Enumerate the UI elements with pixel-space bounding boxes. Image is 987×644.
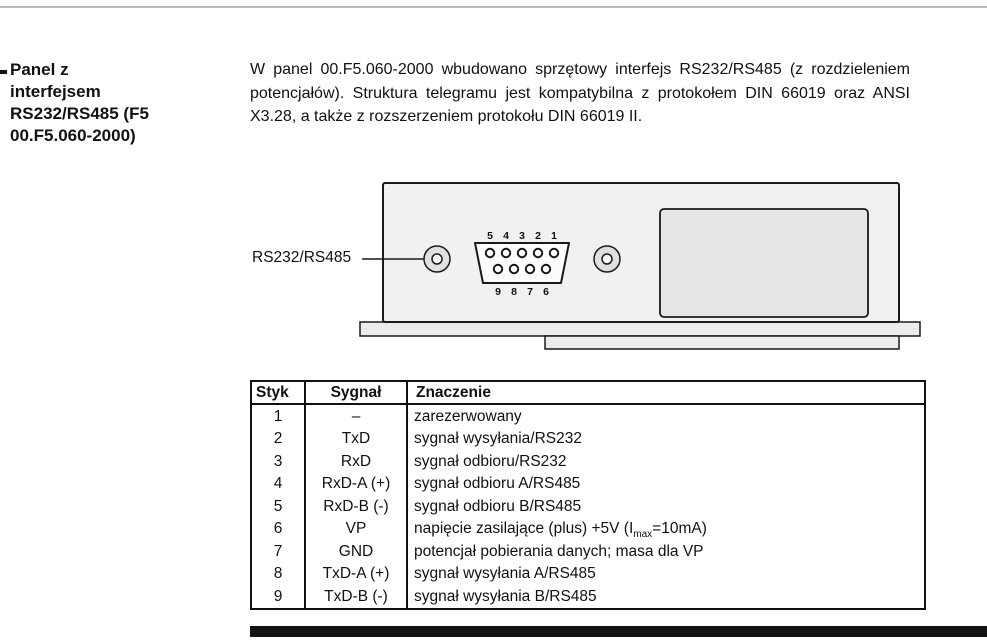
table-row: 4 RxD-A (+)sygnał odbioru A/RS485 xyxy=(251,472,925,495)
mounting-flange-lower xyxy=(544,335,900,350)
pin-hole xyxy=(540,263,552,275)
cell-styk: 6 xyxy=(273,520,283,538)
cell-znaczenie: sygnał wysyłania B/RS485 xyxy=(406,585,925,609)
cell-sygnal: TxD-A (+) xyxy=(304,562,407,585)
cell-znaczenie: sygnał wysyłania/RS232 xyxy=(406,427,925,450)
pin-hole xyxy=(524,263,536,275)
heading-bullet xyxy=(0,70,7,74)
cell-sygnal: RxD-B (-) xyxy=(304,495,407,518)
cell-styk: 2 xyxy=(273,430,283,448)
cell-znaczenie: sygnał odbioru/RS232 xyxy=(406,450,925,473)
pin-hole xyxy=(532,247,544,259)
cell-znaczenie: sygnał odbioru A/RS485 xyxy=(406,472,925,495)
screw-lock-inner xyxy=(431,253,443,265)
pin-hole xyxy=(548,247,560,259)
intro-paragraph: W panel 00.F5.060-2000 wbudowano sprzęto… xyxy=(250,61,910,125)
pin-hole xyxy=(500,247,512,259)
cell-znaczenie: sygnał odbioru B/RS485 xyxy=(406,495,925,518)
pin-table-header: Styk Sygnał Znaczenie xyxy=(251,381,925,405)
cell-sygnal: – xyxy=(304,404,407,428)
dsub-connector: 5 4 3 2 1 9 8 7 6 xyxy=(474,230,570,298)
panel-drawing: 5 4 3 2 1 9 8 7 6 xyxy=(359,182,921,350)
cell-sygnal: RxD xyxy=(304,450,407,473)
pin-number-label: 2 xyxy=(535,230,541,242)
table-row: 9 TxD-B (-)sygnał wysyłania B/RS485 xyxy=(251,585,925,609)
cell-znaczenie: potencjał pobierania danych; masa dla VP xyxy=(406,540,925,563)
cell-styk: 4 xyxy=(273,475,283,493)
cell-sygnal: GND xyxy=(304,540,407,563)
cell-styk: 3 xyxy=(273,452,283,470)
cell-sygnal: RxD-A (+) xyxy=(304,472,407,495)
table-row: 8 TxD-A (+)sygnał wysyłania A/RS485 xyxy=(251,562,925,585)
table-row: 5 RxD-B (-)sygnał odbioru B/RS485 xyxy=(251,495,925,518)
pin-hole xyxy=(492,263,504,275)
pin-number-label: 8 xyxy=(511,286,517,298)
cell-znaczenie: napięcie zasilające (plus) +5V (Imax=10m… xyxy=(406,517,925,540)
connector-label: RS232/RS485 xyxy=(252,249,352,266)
header-styk: Styk xyxy=(251,381,305,405)
cell-styk: 8 xyxy=(273,565,283,583)
cell-styk: 5 xyxy=(273,497,283,515)
side-recess xyxy=(659,208,869,318)
screw-lock-inner xyxy=(601,253,613,265)
top-rule xyxy=(0,6,987,8)
pin-hole xyxy=(508,263,520,275)
header-sygnal: Sygnał xyxy=(304,381,407,405)
pin-number-label: 6 xyxy=(543,286,549,298)
header-znaczenie: Znaczenie xyxy=(406,381,925,405)
pin-number-label: 5 xyxy=(487,230,493,242)
pin-number-label: 7 xyxy=(527,286,533,298)
pin-hole xyxy=(484,247,496,259)
cell-sygnal: VP xyxy=(304,517,407,540)
cell-sygnal: TxD-B (-) xyxy=(304,585,407,609)
panel-diagram: RS232/RS485 xyxy=(250,173,922,365)
screw-lock-right xyxy=(593,245,621,273)
screw-lock-left xyxy=(423,245,451,273)
cell-styk: 7 xyxy=(273,542,283,560)
pin-number-label: 1 xyxy=(551,230,557,242)
cell-sygnal: TxD xyxy=(304,427,407,450)
pin-number-label: 9 xyxy=(495,286,501,298)
pin-number-label: 3 xyxy=(519,230,525,242)
cell-znaczenie: sygnał wysyłania A/RS485 xyxy=(406,562,925,585)
pin-hole xyxy=(516,247,528,259)
cell-styk: 9 xyxy=(273,587,283,605)
cell-styk: 1 xyxy=(273,407,283,425)
header-row: Styk Sygnał Znaczenie xyxy=(251,381,925,405)
cell-znaczenie: zarezerwowany xyxy=(406,404,925,428)
table-row: 1 –zarezerwowany xyxy=(251,404,925,428)
footer-bar xyxy=(250,626,987,637)
section-heading: Panel z interfejsem RS232/RS485 (F5 00.F… xyxy=(10,60,149,145)
mounting-flange-upper xyxy=(359,321,921,337)
pin-number-label: 4 xyxy=(503,230,509,242)
